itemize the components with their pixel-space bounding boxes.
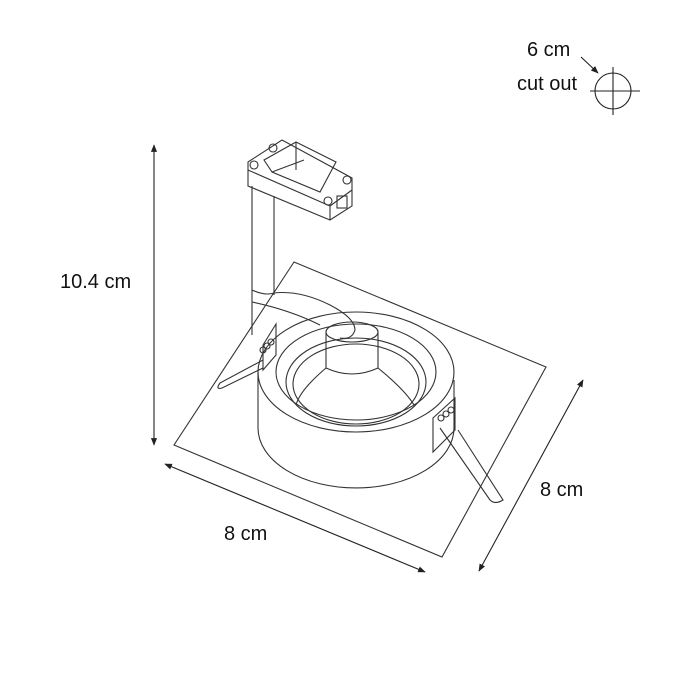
depth-dimension: 8 cm	[478, 379, 584, 572]
base-plate	[173, 261, 547, 558]
cable	[251, 289, 356, 339]
width-dimension-line	[164, 463, 426, 573]
lamp-cylinder	[295, 321, 415, 406]
junction-box	[247, 139, 353, 221]
left-spring-clip	[217, 322, 277, 389]
height-label: 10.4 cm	[60, 271, 131, 293]
height-dimension: 10.4 cm	[60, 144, 158, 446]
width-dimension: 8 cm	[164, 463, 426, 573]
depth-label: 8 cm	[540, 479, 583, 501]
cutout-arrow	[580, 56, 599, 74]
depth-dimension-line	[478, 379, 584, 572]
cutout-indicator: 6 cm cut out	[517, 39, 640, 115]
right-spring-clip	[432, 396, 504, 504]
width-label: 8 cm	[224, 523, 267, 545]
fitting-illustration	[173, 139, 547, 558]
cutout-size-label: 6 cm	[527, 39, 570, 61]
ring-housing	[257, 311, 455, 489]
crosshair-circle-icon	[590, 67, 640, 115]
cutout-caption: cut out	[517, 73, 577, 95]
